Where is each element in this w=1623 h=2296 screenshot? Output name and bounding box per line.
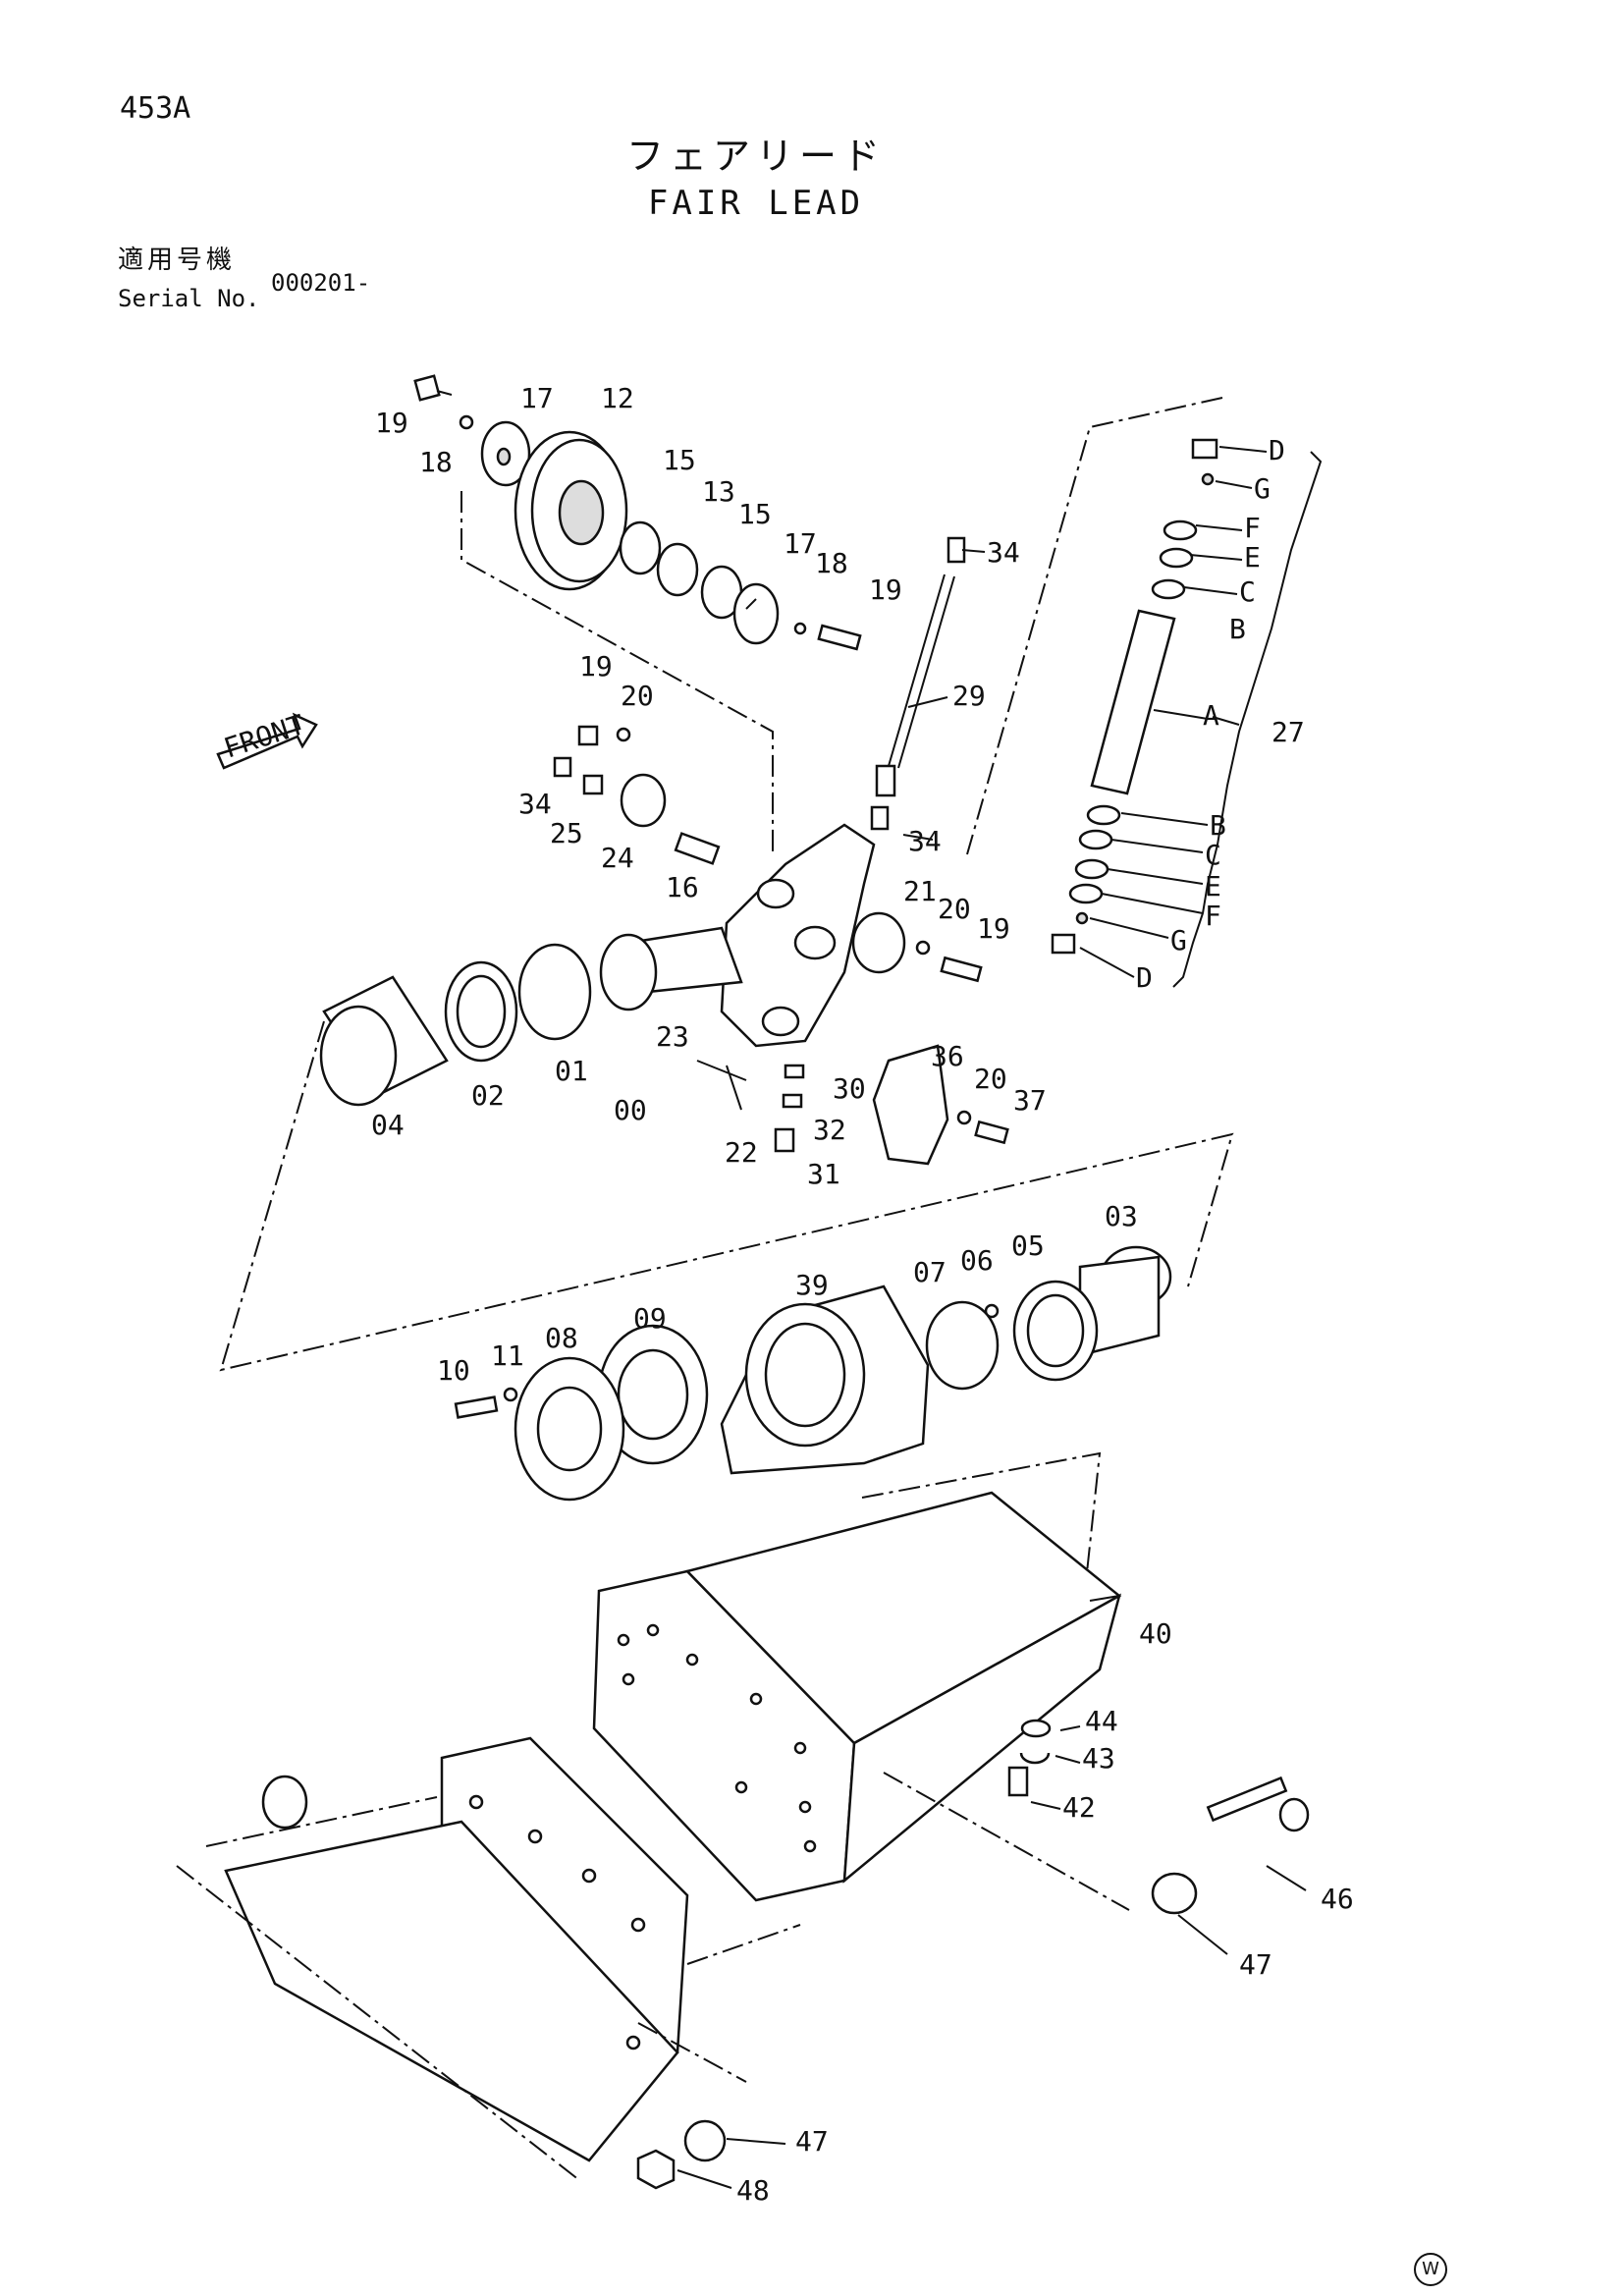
page-number: 453A	[120, 91, 191, 126]
part-label: 24	[601, 842, 634, 874]
part-label: 20	[621, 680, 654, 712]
part-label: 04	[371, 1109, 405, 1141]
part-label: 36	[931, 1040, 964, 1072]
part-label: 44	[1085, 1705, 1118, 1737]
part-label: 03	[1105, 1200, 1138, 1232]
part-label: 25	[550, 817, 583, 849]
part-label: 34	[987, 536, 1020, 569]
part-label: G	[1254, 472, 1271, 505]
part-label: 17	[784, 527, 817, 560]
part-label: 19	[579, 650, 613, 683]
sheave-assembly	[413, 374, 862, 651]
part-label: 43	[1082, 1742, 1115, 1775]
page-title-english: FAIR LEAD	[647, 184, 865, 223]
part-label: 19	[869, 574, 902, 606]
part-label: 10	[437, 1354, 470, 1387]
serial-label-english: Serial No.	[118, 285, 260, 312]
part-label: F	[1205, 900, 1221, 932]
part-label: 00	[614, 1094, 647, 1126]
part-label: 47	[795, 2125, 829, 2158]
part-label: D	[1136, 961, 1153, 994]
front-label: FRONT	[220, 708, 308, 764]
part-label: 15	[738, 498, 772, 530]
part-label: 12	[601, 382, 634, 414]
part-label: 07	[913, 1256, 947, 1288]
part-number-labels: 19 18 17 12 15 13 15 17 18 19 34 29 19 2…	[371, 382, 1354, 2207]
part-label: 27	[1271, 716, 1305, 748]
part-label: 19	[375, 407, 408, 439]
fair-lead-body	[605, 823, 876, 1048]
bearing-stack-left	[319, 933, 658, 1107]
grease-hose	[870, 536, 966, 831]
part-label: E	[1205, 870, 1221, 902]
part-label: 01	[555, 1055, 588, 1087]
part-label: 34	[908, 825, 942, 857]
part-label: 08	[545, 1322, 578, 1354]
part-label: 37	[1013, 1084, 1047, 1117]
part-label: 32	[813, 1114, 846, 1146]
part-label: C	[1205, 839, 1221, 871]
serial-label-japanese: 適用号機	[118, 246, 237, 275]
part-label: 09	[633, 1302, 667, 1335]
part-label: 18	[815, 547, 848, 579]
part-label: B	[1229, 613, 1246, 645]
leader-lines	[676, 549, 1307, 2189]
part-label: B	[1210, 809, 1226, 842]
pin-and-bushings	[1051, 438, 1218, 955]
part-label: G	[1170, 924, 1187, 957]
part-label: 02	[471, 1079, 505, 1112]
part-label: 34	[518, 788, 552, 820]
part-label: 13	[702, 475, 735, 508]
part-label: 15	[663, 444, 696, 476]
part-label: 20	[938, 893, 971, 925]
part-label: 11	[491, 1339, 524, 1372]
part-label: D	[1269, 434, 1285, 466]
front-arrow-icon: FRONT	[216, 708, 318, 770]
part-label: 29	[952, 680, 986, 712]
bearing-stack-lower	[454, 1245, 1172, 1502]
part-label: 18	[419, 446, 453, 478]
part-label: 19	[977, 912, 1010, 945]
part-label: E	[1244, 541, 1261, 574]
part-label: 39	[795, 1269, 829, 1301]
part-label: A	[1203, 699, 1219, 732]
part-label: 17	[520, 382, 554, 414]
part-label: F	[1244, 512, 1261, 544]
watermark-logo: W	[1414, 2253, 1447, 2286]
part-label: 40	[1139, 1617, 1172, 1650]
part-label: 31	[807, 1158, 840, 1190]
part-label: 48	[736, 2174, 770, 2207]
part-label: 20	[974, 1063, 1007, 1095]
part-label: 05	[1011, 1230, 1045, 1262]
part-label: 23	[656, 1020, 689, 1053]
serial-number-value: 000201-	[271, 269, 371, 297]
part-label: 21	[903, 875, 937, 907]
part-label: 22	[725, 1136, 758, 1169]
part-label: 06	[960, 1244, 994, 1277]
part-label: 16	[666, 871, 699, 903]
part-label: 47	[1239, 1948, 1272, 1981]
part-label: 42	[1062, 1791, 1096, 1824]
mount-bracket	[592, 1491, 1122, 1902]
part-label: 46	[1321, 1883, 1354, 1915]
part-label: C	[1239, 575, 1256, 608]
part-label: 30	[833, 1072, 866, 1105]
page-title-japanese: フェアリード	[625, 135, 886, 178]
boom-structure	[224, 1736, 689, 2162]
